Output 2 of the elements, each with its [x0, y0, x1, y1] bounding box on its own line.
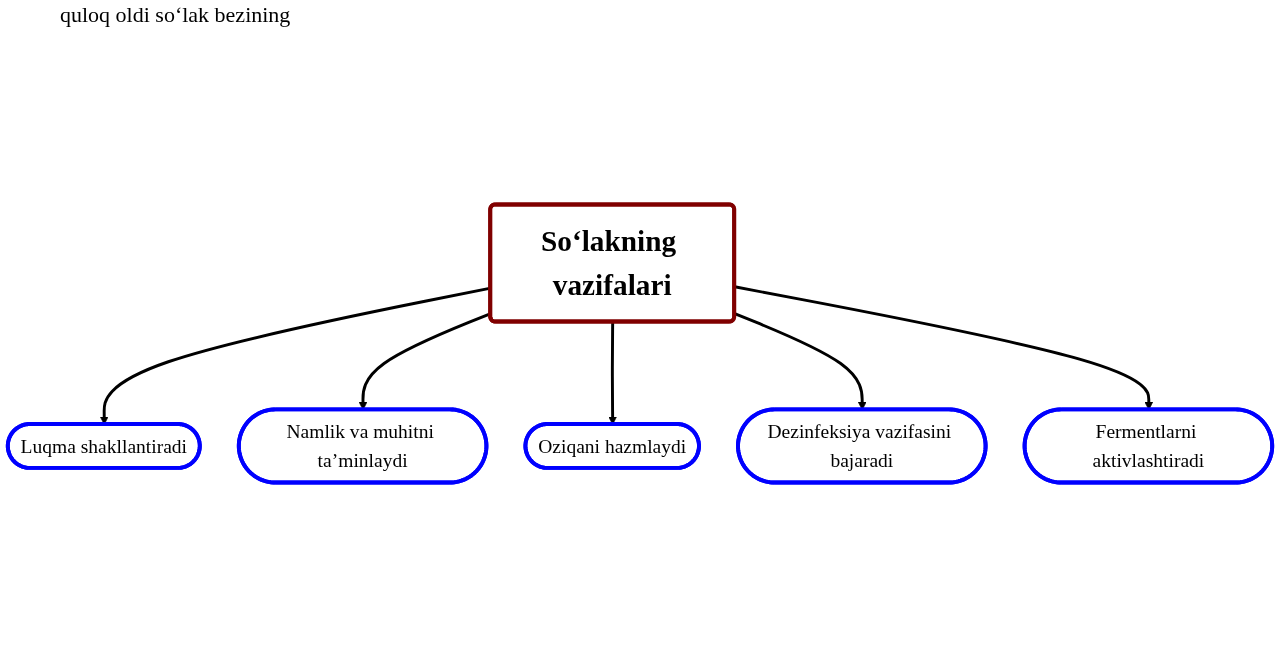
arrow [608, 322, 617, 425]
note-text: quloq oldi so‘lak bezining [60, 2, 291, 28]
